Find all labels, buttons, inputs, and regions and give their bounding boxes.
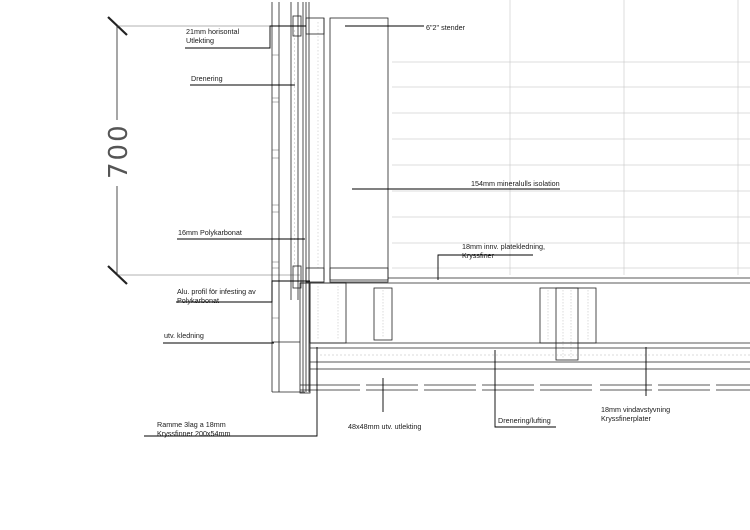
label-mineral-wool: 154mm mineralulls isolation [471, 179, 560, 188]
label-frame-2: Kryssfinner 200x54mm [157, 429, 231, 438]
leader-horizontal-strapping [185, 25, 306, 49]
label-inner-cladding-1: 18mm innv. platekledning, [462, 242, 545, 251]
label-alu-profile-1: Alu. profil för infesting av [177, 287, 256, 296]
label-battens: 48x48mm utv. utlekting [348, 422, 421, 431]
leader-drainage-ventilation [494, 350, 556, 428]
label-horizontal-strapping-1: 21mm horisontal [186, 27, 240, 36]
label-frame-1: Ramme 3lag a 18mm [157, 420, 226, 429]
wall-section [271, 0, 750, 392]
annotation-labels: 21mm horisontal Utlekting 6"2" stender D… [157, 23, 670, 438]
label-outer-cladding: utv. kledning [164, 331, 204, 340]
leader-inner-cladding [437, 254, 533, 280]
leader-frame [144, 347, 318, 437]
label-polycarbonate: 16mm Polykarbonat [178, 228, 242, 237]
label-inner-cladding-2: Kryssfiner [462, 251, 495, 260]
dimension-value: 700 [104, 123, 134, 179]
label-stud: 6"2" stender [426, 23, 466, 32]
label-drainage: Drenering [191, 74, 223, 83]
label-drainage-ventilation: Drenering/lufting [498, 416, 551, 425]
label-horizontal-strapping-2: Utlekting [186, 36, 214, 45]
floor-section [272, 282, 750, 394]
leader-lines [144, 25, 647, 437]
label-wind-bracing-2: Kryssfinerplater [601, 414, 652, 423]
label-wind-bracing-1: 18mm vindavstyvning [601, 405, 670, 414]
label-alu-profile-2: Polykarbonat [177, 296, 219, 305]
dimension-700: 700 [104, 16, 300, 285]
leader-alu-profile [176, 280, 310, 303]
